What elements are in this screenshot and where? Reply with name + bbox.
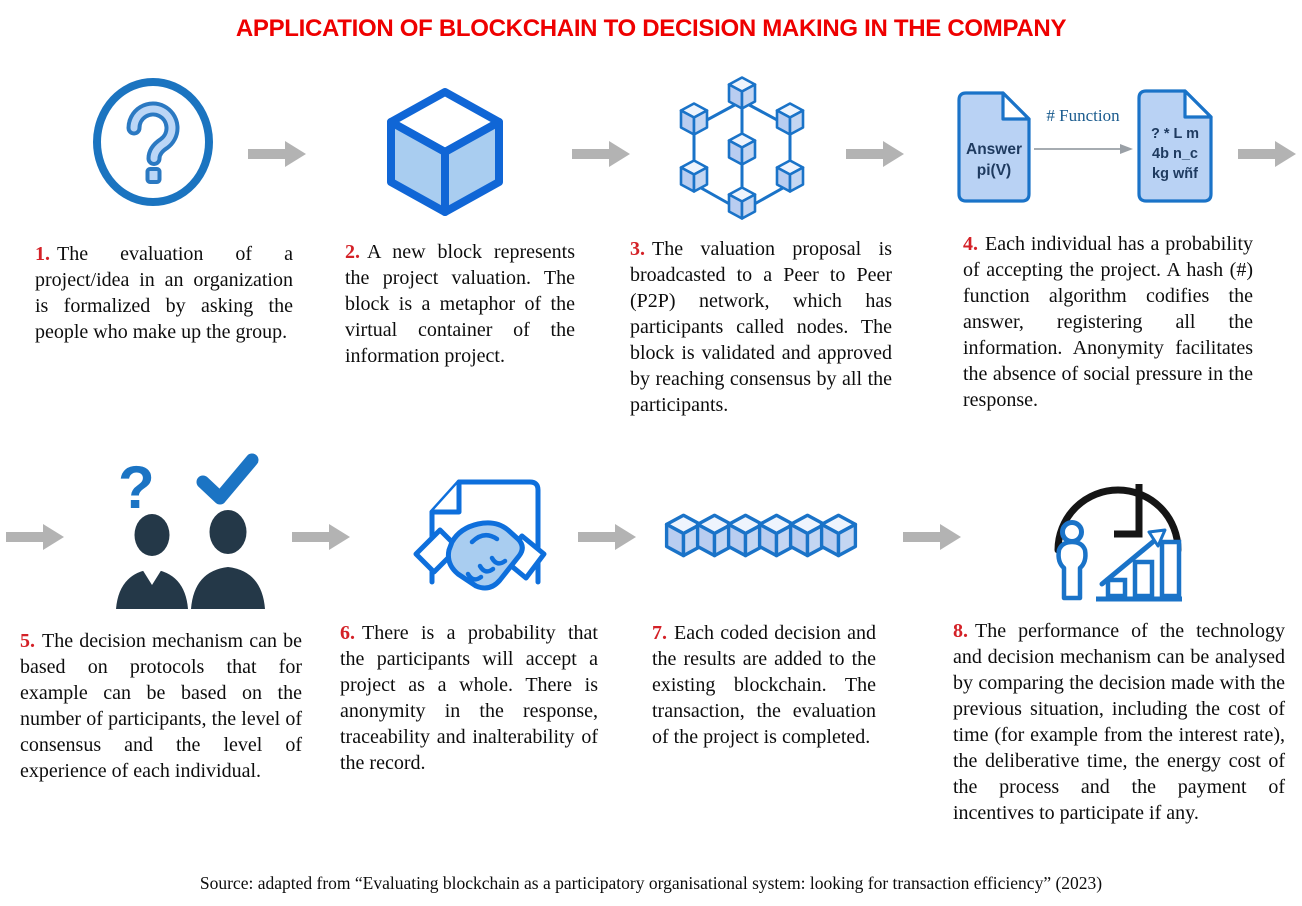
step-1-body: The evaluation of a project/idea in an o… [35,243,293,343]
flow-arrow [1238,141,1296,167]
coded-document: ? * L m 4b n_c kg wñf [1137,89,1213,203]
answer-doc-line2: pi(V) [977,162,1011,179]
step-7-text: 7.Each coded decision and the results ar… [652,620,876,750]
step-6-number: 6. [340,622,355,644]
answer-doc-line1: Answer [966,141,1022,158]
step-2-body: A new block represents the project valua… [345,241,575,367]
voting-people-icon: ? [116,453,265,609]
bar-small [1105,577,1128,599]
flow-arrow [292,524,350,550]
step-6-body: There is a probability that the particip… [340,622,598,774]
blockchain-cubes-icon [664,513,858,558]
coded-doc-line2: 4b n_c [1152,146,1198,162]
step-8-body: The performance of the technology and de… [953,620,1285,824]
p2p-network-icon [679,76,805,220]
step-5-text: 5.The decision mechanism can be based on… [20,628,302,784]
step-4-text: 4.Each individual has a probability of a… [963,231,1253,413]
flow-arrow [248,141,306,167]
person-head [1060,520,1084,544]
check-mark-glyph [196,453,259,505]
flow-arrow [6,524,64,550]
flow-arrow [572,141,630,167]
flow-arrow [578,524,636,550]
step-7-body: Each coded decision and the results are … [652,622,876,748]
hash-function-arrow [1034,144,1133,154]
clock-hands [1114,484,1143,538]
step-8-number: 8. [953,620,968,642]
hash-function-label: # Function [1046,106,1120,125]
coded-doc-line3: kg wñf [1152,166,1198,182]
step-7-number: 7. [652,622,667,644]
step-5-number: 5. [20,630,35,652]
step-3-body: The valuation proposal is broadcasted to… [630,238,892,416]
source-citation: Source: adapted from “Evaluating blockch… [199,873,1103,893]
answer-document: Answer pi(V) [957,91,1031,203]
bar-tall [1159,539,1182,599]
step-2-number: 2. [345,241,360,263]
coded-doc-line1: ? * L m [1151,126,1199,142]
step-3-text: 3.The valuation proposal is broadcasted … [630,236,892,418]
agreement-handshake-icon [413,479,547,591]
step-4-number: 4. [963,233,978,255]
step-5-body: The decision mechanism can be based on p… [20,630,302,782]
step-6-text: 6.There is a probability that the partic… [340,620,598,776]
block-cube-icon [387,88,503,216]
flow-arrow [903,524,961,550]
person-body [1056,539,1088,601]
flow-arrow [846,141,904,167]
step-2-text: 2.A new block represents the project val… [345,239,575,369]
step-8-text: 8.The performance of the technology and … [953,618,1285,826]
step-1-number: 1. [35,243,50,265]
question-mark-glyph: ? [118,454,155,521]
step-4-body: Each individual has a probability of acc… [963,233,1253,411]
performance-clock-chart-icon [1054,484,1182,602]
bar-medium [1132,559,1155,599]
step-1-text: 1.The evaluation of a project/idea in an… [35,241,293,345]
page-title: APPLICATION OF BLOCKCHAIN TO DECISION MA… [235,15,1067,42]
step-3-number: 3. [630,238,645,260]
question-circle-icon [93,78,213,206]
trend-arrow [1099,538,1157,587]
